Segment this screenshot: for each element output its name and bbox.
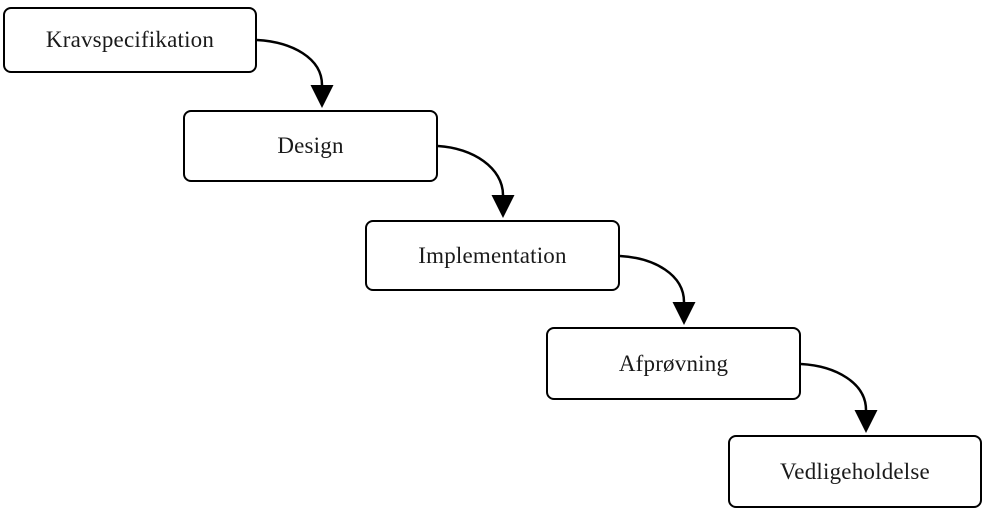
node-vedligeholdelse-label: Vedligeholdelse <box>780 458 930 484</box>
node-design: Design <box>183 110 438 182</box>
node-design-label: Design <box>277 133 344 158</box>
arrow-kravspecifikation-to-design <box>256 38 334 108</box>
node-vedligeholdelse: Vedligeholdelse <box>728 435 982 508</box>
arrow-implementation-to-afprovning <box>619 254 696 325</box>
node-implementation-label: Implementation <box>418 242 567 268</box>
node-kravspecifikation-label: Kravspecifikation <box>45 27 215 52</box>
node-implementation: Implementation <box>365 220 620 291</box>
node-afprovning: Afprøvning <box>546 327 801 400</box>
arrow-design-to-implementation <box>437 144 515 218</box>
node-afprovning-label: Afprøvning <box>618 350 729 376</box>
node-kravspecifikation: Kravspecifikation <box>3 7 257 73</box>
arrow-afprovning-to-vedligeholdelse <box>800 362 878 433</box>
